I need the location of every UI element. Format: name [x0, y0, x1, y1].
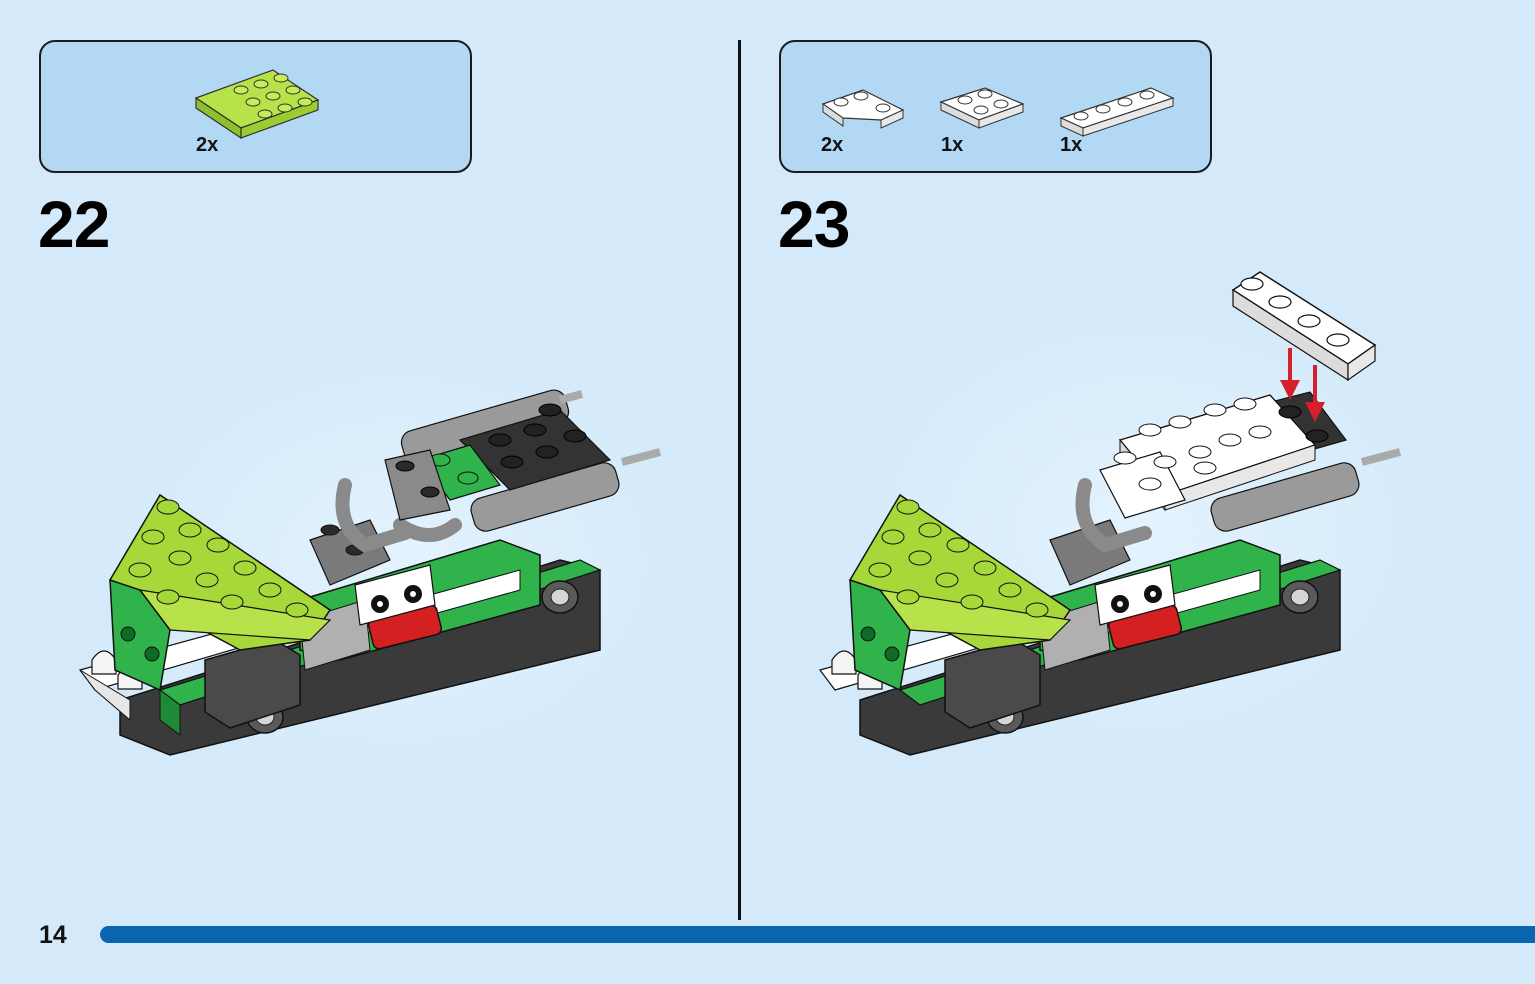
model-step-23-illustration: [818, 271, 1402, 756]
part-quantity: 1x: [941, 134, 964, 156]
page-number: 14: [39, 921, 67, 949]
lime-wedge-plate-icon: [194, 69, 320, 140]
part-quantity: 2x: [196, 134, 219, 156]
parts-callout-step-23: 2x 1x 1x: [779, 40, 1212, 173]
part-quantity: 2x: [821, 134, 844, 156]
placement-arrows: [1280, 348, 1325, 422]
model-step-22-illustration: [78, 389, 662, 756]
white-corner-plate-icon: [821, 89, 905, 129]
parts-callout-step-22: 2x: [39, 40, 472, 173]
progress-bar: [100, 926, 1535, 943]
step-number: 23: [778, 187, 850, 261]
white-plate-1x4-icon: [1059, 87, 1175, 137]
step-divider: [738, 40, 741, 920]
part-quantity: 1x: [1060, 134, 1083, 156]
step-number: 22: [38, 187, 110, 261]
white-plate-2x2-icon: [939, 87, 1025, 129]
